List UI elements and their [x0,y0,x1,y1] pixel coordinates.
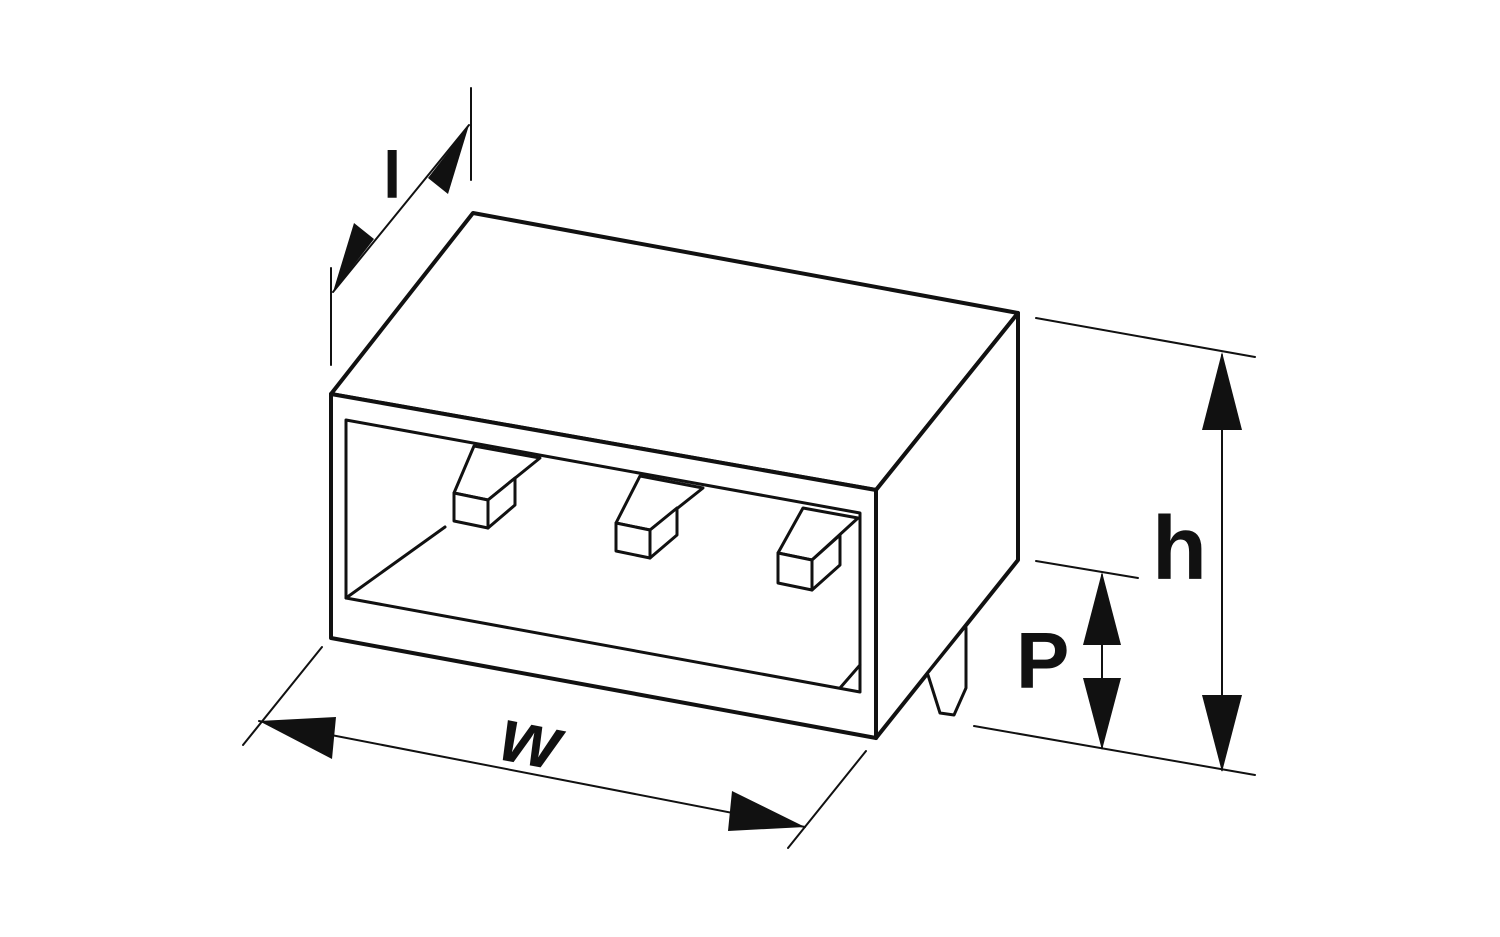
connector-pins [452,444,860,592]
width-extension-left [242,646,323,746]
pin-3 [776,506,860,592]
solder-tail [926,626,968,717]
cavity-floor-line [344,525,447,600]
width-arrow-left [259,717,336,759]
height-extension-top [1035,317,1256,358]
pin-2 [614,474,705,560]
pitch-label: P [1016,616,1069,705]
width-dimension-line [258,720,806,828]
length-arrow-front [333,223,374,292]
height-label: h [1152,499,1207,599]
cavity-floor-right [838,663,862,690]
height-arrow-top [1202,352,1242,430]
length-dimension-line [332,124,470,293]
height-extension-bottom [973,725,1256,776]
pitch-extension-top [1035,560,1139,579]
dimension-pitch: P [1016,560,1139,750]
width-arrow-right [728,791,805,831]
solder-tail-body [926,626,968,717]
pitch-arrow-top [1083,572,1121,645]
length-label: l [383,138,401,212]
width-extension-right [787,750,867,849]
pitch-arrow-bottom [1083,678,1121,750]
dimension-width: w [242,646,867,849]
height-arrow-bottom [1202,695,1242,772]
length-arrow-back [428,125,469,194]
dimension-length: l [330,87,472,366]
dimension-height: h [973,317,1256,776]
width-label: w [493,692,572,788]
pin-1 [452,444,542,530]
